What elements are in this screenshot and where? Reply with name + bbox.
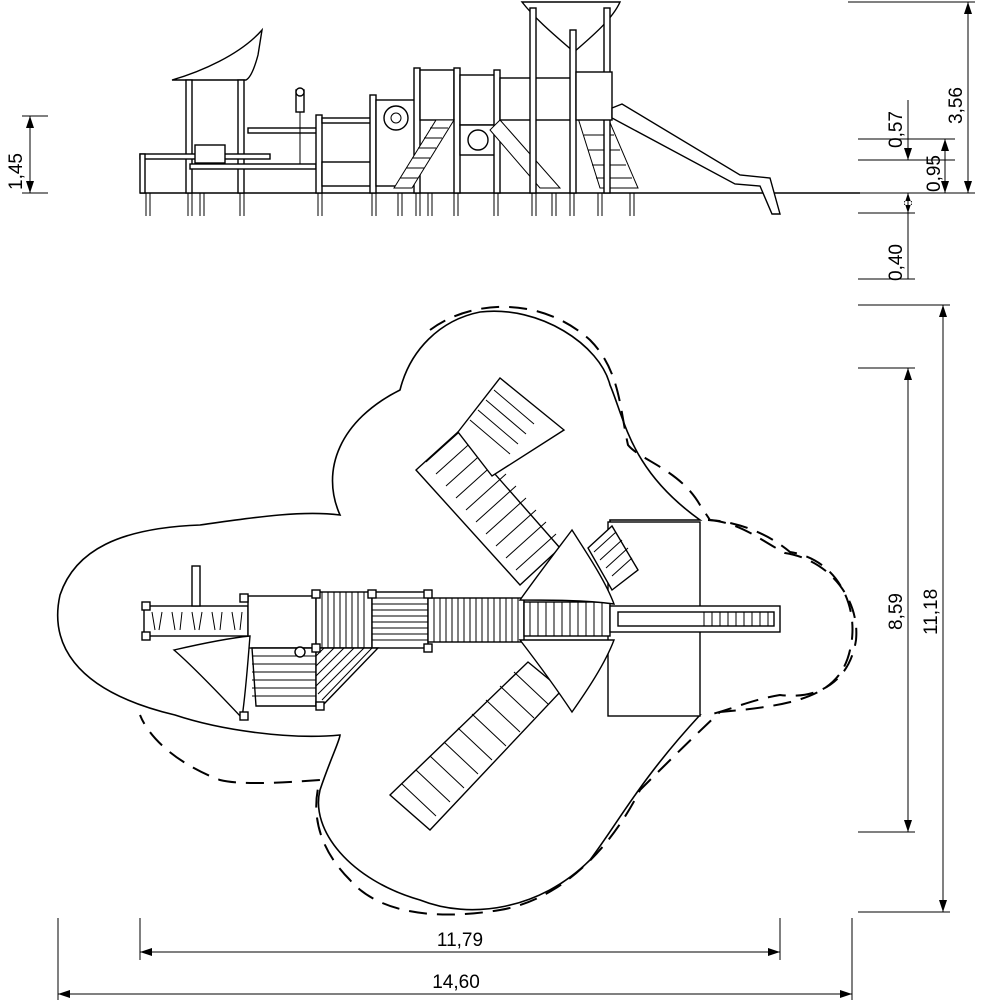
slide-exit-zone [707, 519, 858, 716]
dim-total-height-label: 3,56 [946, 87, 967, 124]
lower-left-deck [251, 646, 380, 707]
upper-diagonal-ramp [415, 377, 566, 586]
plan-view: 8,59 11,18 11,79 14,60 [56, 304, 950, 1000]
dim-area-width-label: 14,60 [432, 972, 480, 993]
slide [611, 103, 781, 215]
slide-plan [609, 605, 781, 633]
triangular-roofs [172, 528, 616, 720]
dimension-heights-right: 3,56 0,57 0,95 0,40 [848, 1, 975, 281]
dimension-platform-height: 1,45 [6, 115, 48, 194]
dimension-plan-depth: 8,59 11,18 [858, 304, 950, 913]
dim-roof-height-label: 0,57 [886, 111, 907, 148]
dim-area-depth-label: 11,18 [921, 589, 942, 635]
dim-equipment-width-label: 11,79 [437, 930, 483, 951]
dim-platform-height-label: 1,45 [6, 153, 27, 190]
dimension-plan-width: 11,79 14,60 [57, 918, 853, 1000]
dim-deck-height-label: 0,95 [924, 155, 945, 192]
side-elevation-view: 1,45 3,56 0,57 0,95 0,40 [6, 1, 975, 281]
lower-diagonal-ramp [388, 661, 564, 831]
telescope [295, 87, 305, 164]
safety-area-outline [56, 310, 703, 911]
foundation-posts [145, 193, 635, 216]
ladders [393, 117, 639, 189]
small-corner-deck [587, 524, 639, 592]
tall-roof-tower [520, 1, 622, 194]
left-roof-tower [139, 27, 319, 194]
dim-foundation-depth-label: 0,40 [886, 244, 907, 281]
dim-equipment-depth-label: 8,59 [886, 593, 907, 630]
plan-details [141, 565, 433, 721]
